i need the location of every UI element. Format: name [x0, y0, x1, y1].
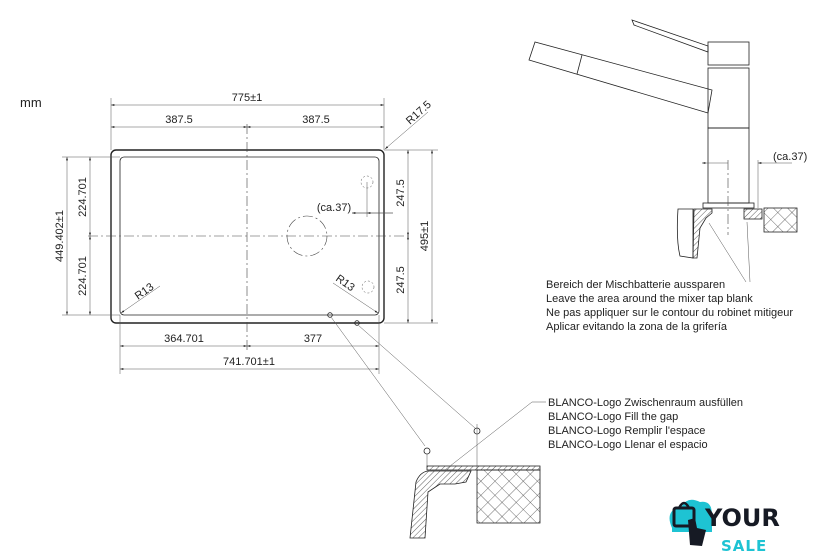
logo-point-1 [327, 312, 333, 318]
dim-outer-half-bottom: 247.5 [395, 266, 407, 294]
tap-body-lower [707, 127, 750, 204]
watermark-logo: YOUR SALE [669, 499, 780, 555]
dim-inner-height: 449.402±1 [54, 210, 66, 262]
logo-section-point-1 [423, 447, 431, 455]
tap-hole-circle [286, 215, 328, 257]
tap-head [707, 41, 750, 66]
tap-dim-offset: (ca.37) [773, 151, 807, 163]
tap-body-upper [707, 67, 750, 129]
tap-note-fr: Ne pas appliquer sur le contour du robin… [546, 307, 793, 319]
logo-note-es: BLANCO-Logo Llenar el espacio [548, 439, 708, 451]
watermark-your: YOUR [704, 504, 780, 532]
dim-inner-right: 377 [304, 333, 322, 345]
tap-base [702, 202, 755, 209]
logo-countertop-section [476, 469, 541, 524]
tap-spout [528, 41, 713, 114]
logo-notes: BLANCO-Logo Zwischenraum ausfüllen BLANC… [548, 397, 743, 451]
dim-tap-offset: (ca.37) [317, 202, 351, 214]
dim-inner-half-bottom: 224.701 [77, 256, 89, 296]
dim-inner-half-top: 224.701 [77, 177, 89, 217]
tap-hole-option-bottom [361, 280, 375, 294]
tap-lever [631, 19, 709, 53]
dim-half-right: 387.5 [302, 114, 330, 126]
watermark-sale: SALE [721, 537, 767, 555]
sink-top-view: 775±1 387.5 387.5 364.701 377 741.701±1 … [54, 92, 476, 447]
dim-outer-half-top: 247.5 [395, 179, 407, 207]
logo-note-fr: BLANCO-Logo Remplir l'espace [548, 425, 705, 437]
sink-outer-outline [110, 149, 385, 324]
logo-note-de: BLANCO-Logo Zwischenraum ausfüllen [548, 397, 743, 409]
dim-radius-inner-left: R13 [133, 281, 156, 302]
tap-notes: Bereich der Mischbatterie aussparen Leav… [546, 279, 793, 333]
dim-half-left: 387.5 [165, 114, 193, 126]
hand-icon [688, 518, 706, 546]
logo-point-2 [354, 320, 360, 326]
logo-section-view: BLANCO-Logo Zwischenraum ausfüllen BLANC… [409, 397, 743, 539]
dim-inner-left: 364.701 [164, 333, 204, 345]
shopping-bag-icon [672, 506, 696, 528]
dim-overall-height: 495±1 [419, 221, 431, 252]
tap-note-en: Leave the area around the mixer tap blan… [546, 293, 753, 305]
logo-note-en: BLANCO-Logo Fill the gap [548, 411, 678, 423]
tap-side-view: (ca.37) Bereich der Mischbatterie ausspa… [528, 19, 807, 333]
dim-corner-radius-outer: R17.5 [404, 99, 434, 128]
unit-label: mm [20, 95, 42, 110]
dim-inner-width: 741.701±1 [223, 356, 275, 368]
countertop-section [763, 207, 798, 233]
dim-overall-width: 775±1 [232, 92, 263, 104]
tap-note-de: Bereich der Mischbatterie aussparen [546, 279, 725, 291]
tap-note-es: Aplicar evitando la zona de la grifería [546, 321, 728, 333]
